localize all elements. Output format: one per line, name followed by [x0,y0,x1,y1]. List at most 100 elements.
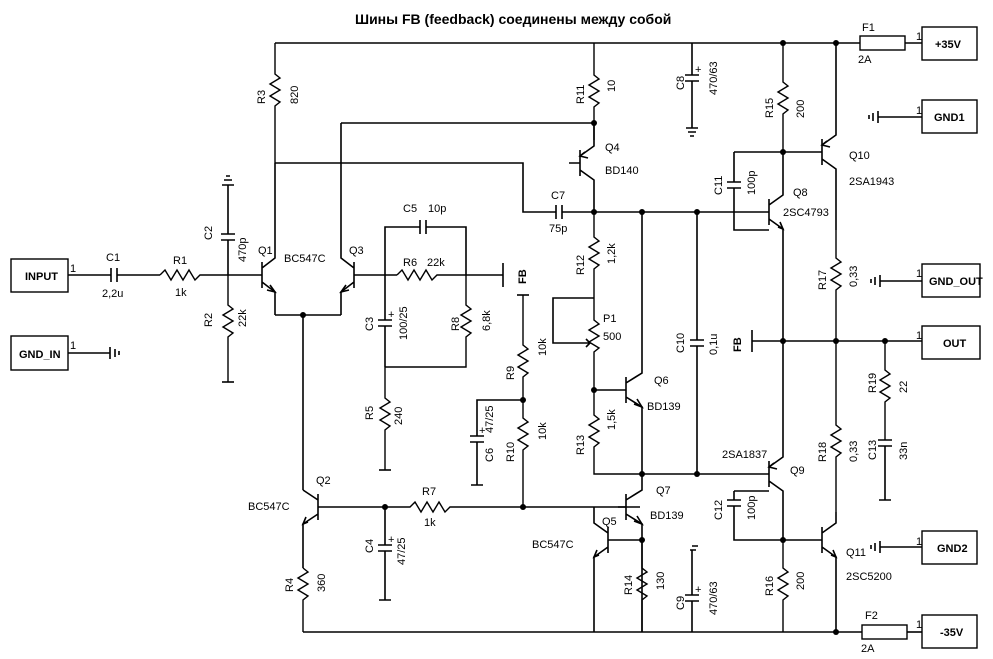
resistor-r12: R12 1,2k [575,212,618,298]
svg-text:Q1: Q1 [258,245,273,257]
svg-text:BD139: BD139 [647,401,681,413]
svg-text:R13: R13 [575,435,587,455]
svg-text:C13: C13 [867,440,879,460]
resistor-r1: R1 1k [159,255,252,299]
svg-text:10k: 10k [537,422,549,440]
port-gnd-in[interactable]: GND_IN 1 [10,335,120,371]
wire-q1-collector [275,162,549,213]
svg-text:100p: 100p [746,496,758,520]
resistor-r13: R13 1,5k [575,390,642,475]
svg-text:1k: 1k [175,287,187,299]
svg-text:1,5k: 1,5k [606,409,618,430]
svg-text:2,2u: 2,2u [102,288,123,300]
capacitor-c9: + C9 470/63 [675,545,720,632]
svg-text:360: 360 [316,574,328,592]
svg-text:130: 130 [655,572,667,590]
capacitor-c1: C1 2,2u [102,252,160,300]
svg-text:FB: FB [732,337,744,352]
svg-text:C4: C4 [364,539,376,553]
potentiometer-p1[interactable]: P1 500 [552,297,621,390]
transistor-q6: Q6 BD139 [594,212,681,474]
svg-text:C1: C1 [106,252,120,264]
svg-text:R3: R3 [256,90,268,104]
port-gnd1[interactable]: GND1 1 [868,99,978,134]
svg-text:47/25: 47/25 [484,405,496,433]
fuse-f2: F2 2A [861,610,908,655]
transistor-q9: 2SA1837 Q9 [722,341,805,540]
resistor-r11: R11 10 [575,43,618,140]
svg-text:1: 1 [916,619,922,631]
svg-text:BD139: BD139 [650,510,684,522]
capacitor-c12: C12 100p [713,490,822,541]
svg-text:0,33: 0,33 [848,441,860,462]
svg-text:P1: P1 [603,313,616,325]
svg-text:BC547C: BC547C [532,539,574,551]
svg-text:Q11: Q11 [846,547,866,559]
port-gnd2[interactable]: GND2 1 [870,530,978,565]
capacitor-c13: C13 33n [867,439,910,501]
svg-text:GND_OUT: GND_OUT [929,276,983,288]
capacitor-c6: + C6 47/25 [470,399,523,486]
svg-text:F2: F2 [865,610,878,622]
resistor-r19: R19 22 [867,341,910,440]
port-out[interactable]: OUT 1 [916,325,981,360]
port-minus-35v[interactable]: -35V 1 [916,614,978,649]
svg-text:GND2: GND2 [937,543,968,555]
svg-text:0,1u: 0,1u [708,334,720,355]
svg-text:1,2k: 1,2k [606,243,618,264]
transistor-q7: Q7 BD139 [618,474,684,632]
svg-text:R19: R19 [867,373,879,393]
svg-text:C7: C7 [551,190,565,202]
port-plus-35v[interactable]: +35V 1 [916,26,978,61]
svg-text:1: 1 [916,536,922,548]
svg-text:2SA1837: 2SA1837 [722,449,767,461]
svg-text:R14: R14 [623,575,635,595]
svg-text:10: 10 [606,80,618,92]
svg-text:10k: 10k [537,338,549,356]
capacitor-c7: C7 75p [549,190,755,235]
svg-text:R5: R5 [364,406,376,420]
svg-text:200: 200 [795,572,807,590]
capacitor-c2: C2 470p [203,175,249,275]
svg-text:C6: C6 [484,448,496,462]
svg-text:BC547C: BC547C [248,501,290,513]
port-gnd-out[interactable]: GND_OUT 1 [870,263,983,298]
svg-text:C5: C5 [403,203,417,215]
svg-text:R8: R8 [450,317,462,331]
svg-text:-35V: -35V [940,627,964,639]
svg-text:470p: 470p [237,238,249,262]
svg-text:0,33: 0,33 [848,266,860,287]
svg-text:100/25: 100/25 [398,306,410,340]
fuse-f1: F1 2A [858,22,906,66]
svg-text:R2: R2 [203,313,215,327]
svg-text:1: 1 [916,330,922,342]
svg-text:R7: R7 [422,486,436,498]
capacitor-c10: C10 0,1u [675,212,720,474]
svg-text:R4: R4 [284,578,296,592]
svg-text:C10: C10 [675,333,687,353]
transistor-q4: Q4 BD140 [569,123,639,212]
svg-text:22k: 22k [237,309,249,327]
svg-text:820: 820 [289,86,301,104]
svg-text:Q4: Q4 [605,142,620,154]
svg-text:47/25: 47/25 [396,537,408,565]
svg-text:1: 1 [70,340,76,352]
svg-text:22k: 22k [427,257,445,269]
transistor-q11: Q11 2SC5200 [821,512,892,632]
schematic-title: Шины FB (feedback) соединены между собой [355,11,671,27]
resistor-r8: R8 6,8k [385,275,493,368]
port-input[interactable]: INPUT 1 [10,258,108,293]
svg-text:240: 240 [393,407,405,425]
transistor-q2: Q2 BC547C [248,475,331,568]
resistor-r18: R18 0,33 [817,341,860,512]
resistor-r17: R17 0,33 [817,230,860,341]
svg-text:BC547C: BC547C [284,253,326,265]
svg-text:Q2: Q2 [316,475,331,487]
svg-text:+: + [695,584,701,596]
svg-text:R6: R6 [403,257,417,269]
svg-text:INPUT: INPUT [25,271,58,283]
resistor-r14: R14 130 [623,540,667,632]
capacitor-c3: + C3 100/25 [364,275,410,367]
svg-text:C9: C9 [675,596,687,610]
resistor-r6: R6 22k [396,257,503,282]
